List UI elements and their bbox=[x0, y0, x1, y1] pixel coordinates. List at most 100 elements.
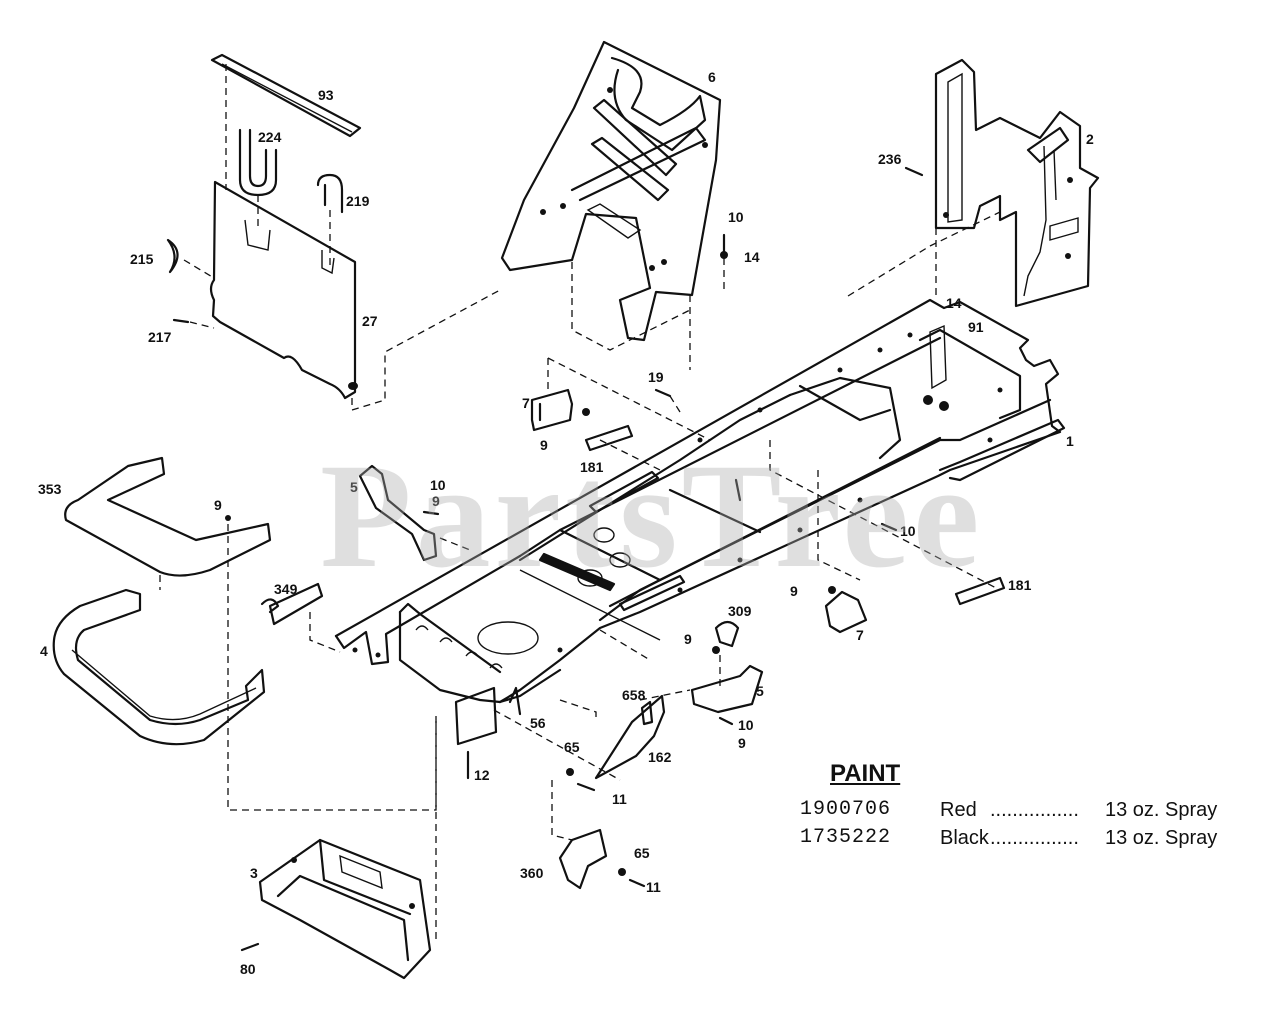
callout-labels: 93 224 219 215 217 27 6 10 14 236 2 14 9… bbox=[38, 69, 1094, 977]
part-9-nut-b bbox=[225, 515, 231, 521]
part-10-bolt-left bbox=[422, 510, 440, 516]
callout-5-right: 5 bbox=[756, 683, 764, 699]
part-27-panel bbox=[209, 180, 358, 400]
paint-title: PAINT bbox=[830, 760, 901, 787]
callout-219: 219 bbox=[346, 193, 370, 209]
part-65-nut-a bbox=[566, 768, 574, 776]
part-14-nut-frame bbox=[923, 395, 933, 405]
part-9-nut-e bbox=[712, 646, 720, 654]
paint-legend: PAINT 1900706 Red ................ 13 oz… bbox=[800, 760, 1260, 852]
paint-row-black: 1735222 Black ................ 13 oz. Sp… bbox=[800, 824, 1260, 852]
part-215-clip bbox=[166, 238, 179, 274]
paint-dots: ................ bbox=[990, 799, 1079, 821]
part-353-rear-bar bbox=[64, 456, 272, 577]
paint-dots: ................ bbox=[990, 827, 1079, 849]
callout-11-a: 11 bbox=[612, 791, 627, 807]
part-10-bolt-right bbox=[880, 522, 898, 532]
part-2-rear-panel bbox=[934, 58, 1100, 308]
paint-part-number: 1735222 bbox=[800, 826, 892, 849]
callout-224: 224 bbox=[258, 129, 282, 145]
callout-9-f: 9 bbox=[738, 735, 746, 751]
callout-181-right: 181 bbox=[1008, 577, 1032, 593]
part-91-washer bbox=[939, 401, 949, 411]
part-56-pin bbox=[508, 686, 522, 716]
callout-1: 1 bbox=[1066, 433, 1074, 449]
callout-9-b: 9 bbox=[214, 497, 222, 513]
callout-65-b: 65 bbox=[634, 845, 650, 861]
callout-9-c: 9 bbox=[432, 493, 440, 509]
part-181-spacer-left bbox=[584, 424, 634, 452]
callout-12: 12 bbox=[474, 767, 490, 783]
callout-14-frame: 14 bbox=[946, 295, 962, 311]
callout-7-right: 7 bbox=[856, 627, 864, 643]
part-80-bolt bbox=[240, 942, 260, 952]
callout-65-a: 65 bbox=[564, 739, 580, 755]
part-219-u-bolt bbox=[316, 173, 344, 214]
callout-91: 91 bbox=[968, 319, 984, 335]
part-11-bolt-b bbox=[628, 878, 646, 888]
part-217-screw bbox=[172, 318, 190, 324]
callout-7-left: 7 bbox=[522, 395, 530, 411]
callout-181-left: 181 bbox=[580, 459, 604, 475]
part-12-pin bbox=[454, 686, 498, 746]
callout-2: 2 bbox=[1086, 131, 1094, 147]
part-360-lever bbox=[558, 828, 608, 890]
paint-quantity: 13 oz. Spray bbox=[1105, 827, 1218, 849]
part-93-strip bbox=[210, 53, 362, 138]
callout-19: 19 bbox=[648, 369, 664, 385]
part-14-nut-top bbox=[720, 251, 728, 259]
part-658-clip bbox=[640, 700, 654, 726]
paint-color: Black bbox=[940, 827, 989, 849]
part-7-bracket-right bbox=[824, 590, 868, 634]
callout-360: 360 bbox=[520, 865, 544, 881]
part-309-clamp bbox=[714, 620, 740, 648]
callout-3: 3 bbox=[250, 865, 258, 881]
callout-93: 93 bbox=[318, 87, 334, 103]
callout-9-d: 9 bbox=[790, 583, 798, 599]
paint-color: Red bbox=[940, 799, 977, 821]
part-91-bracket bbox=[929, 324, 947, 390]
callout-10-lower: 10 bbox=[738, 717, 754, 733]
part-10-bolt-lower bbox=[718, 716, 734, 726]
callout-353: 353 bbox=[38, 481, 62, 497]
callout-80: 80 bbox=[240, 961, 256, 977]
callout-11-b: 11 bbox=[646, 879, 661, 895]
part-181-spacer-right bbox=[954, 576, 1006, 606]
callout-9-a: 9 bbox=[540, 437, 548, 453]
part-9-nut-d bbox=[828, 586, 836, 594]
callout-9-e: 9 bbox=[684, 631, 692, 647]
callout-56: 56 bbox=[530, 715, 546, 731]
callout-217: 217 bbox=[148, 329, 172, 345]
part-162-plate bbox=[594, 694, 666, 780]
callout-349: 349 bbox=[274, 581, 298, 597]
leader-lines bbox=[159, 64, 1001, 940]
part-236-bolt bbox=[904, 166, 924, 177]
callout-10-top: 10 bbox=[728, 209, 744, 225]
callout-215: 215 bbox=[130, 251, 154, 267]
paint-part-number: 1900706 bbox=[800, 798, 892, 821]
callout-10-left: 10 bbox=[430, 477, 446, 493]
part-6-dash-panel bbox=[500, 40, 722, 342]
part-4-bumper bbox=[52, 588, 266, 746]
part-11-bolt-a bbox=[576, 782, 596, 792]
callout-309: 309 bbox=[728, 603, 752, 619]
callout-5-left: 5 bbox=[350, 479, 358, 495]
part-349-bracket bbox=[260, 582, 324, 626]
paint-row-red: 1900706 Red ................ 13 oz. Spra… bbox=[800, 796, 1260, 824]
part-9-nut-a bbox=[582, 408, 590, 416]
callout-10-right: 10 bbox=[900, 523, 916, 539]
part-1-main-frame bbox=[334, 298, 1066, 704]
part-5-bracket-left bbox=[358, 464, 438, 562]
part-7-bracket-left bbox=[530, 388, 574, 432]
callout-4: 4 bbox=[40, 643, 48, 659]
callout-27: 27 bbox=[362, 313, 378, 329]
part-3-battery-tray bbox=[258, 838, 432, 980]
part-5-bracket-right bbox=[690, 664, 764, 714]
paint-quantity: 13 oz. Spray bbox=[1105, 799, 1218, 821]
part-65-nut-b bbox=[618, 868, 626, 876]
callout-14-top: 14 bbox=[744, 249, 760, 265]
callout-162: 162 bbox=[648, 749, 672, 765]
part-19-screw bbox=[654, 388, 672, 398]
callout-6: 6 bbox=[708, 69, 716, 85]
